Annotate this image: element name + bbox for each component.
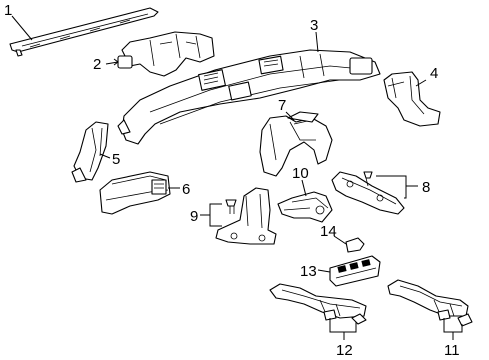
leader-14	[333, 235, 347, 245]
callout-13: 13	[300, 263, 317, 280]
part-3-main-air-duct	[117, 49, 381, 145]
callout-8: 8	[422, 179, 430, 196]
callout-14: 14	[320, 223, 337, 240]
part-8-bracket	[331, 171, 405, 215]
callout-2: 2	[93, 56, 101, 73]
part-12-rear-duct-left	[269, 283, 367, 325]
leader-3	[315, 31, 319, 53]
leader-7	[285, 111, 295, 121]
leader-2	[105, 61, 119, 65]
part-13-vent-grille	[329, 255, 381, 287]
part-6-rear-floor-duct	[99, 171, 171, 215]
callout-7: 7	[278, 97, 286, 114]
callout-11: 11	[444, 342, 460, 359]
callout-1: 1	[4, 2, 12, 19]
part-2-center-duct	[117, 31, 215, 77]
leader-4	[415, 79, 427, 87]
callout-10: 10	[292, 165, 309, 182]
part-5-side-vent-duct	[71, 121, 109, 183]
part-11-rear-duct-right	[387, 279, 473, 327]
part-7-center-floor-duct	[259, 111, 333, 177]
leader-1	[11, 15, 33, 41]
callout-12: 12	[336, 342, 353, 359]
leader-12	[329, 318, 357, 333]
callout-5: 5	[112, 151, 120, 168]
leader-10	[301, 179, 307, 197]
part-10-center-bracket	[277, 191, 333, 223]
callout-6: 6	[182, 181, 190, 198]
part-4-side-duct	[383, 71, 441, 127]
part-9-bracket	[215, 187, 277, 245]
leader-5	[99, 153, 111, 159]
leader-8	[376, 175, 407, 199]
callout-4: 4	[430, 65, 438, 82]
callout-3: 3	[310, 17, 318, 34]
leader-13	[317, 269, 331, 273]
leader-2-arrow	[113, 58, 119, 66]
leader-9	[209, 203, 222, 227]
part-1-defroster-nozzle	[9, 7, 159, 57]
part-14-vent-cap	[345, 237, 365, 253]
callout-9: 9	[190, 208, 198, 225]
